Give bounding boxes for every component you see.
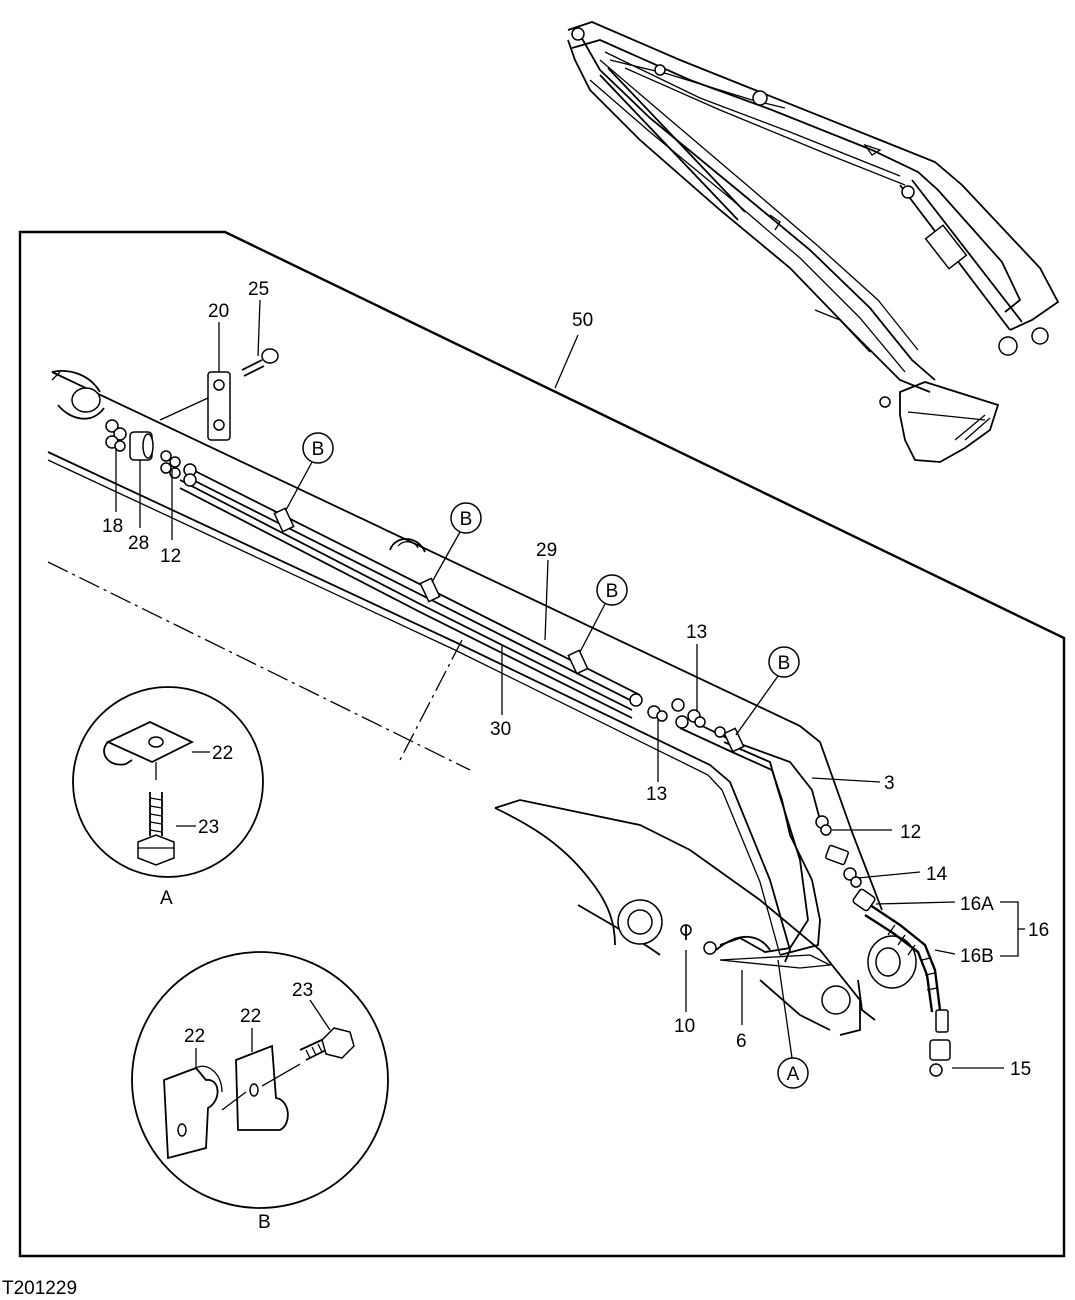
part-label-12-front: 12 <box>160 546 181 567</box>
svg-text:B: B <box>778 653 791 674</box>
detail-panel-border <box>18 230 1066 1258</box>
front-fittings <box>105 419 197 487</box>
line-clamps <box>273 507 745 753</box>
bracket-20 <box>159 371 231 441</box>
part-label-14: 14 <box>926 864 948 885</box>
part-label-25: 25 <box>248 279 269 300</box>
part-leaders <box>115 299 1025 1069</box>
part-label-29: 29 <box>536 540 557 561</box>
callout-B-2: B <box>450 502 482 534</box>
svg-text:A: A <box>787 1064 800 1085</box>
part-label-28: 28 <box>128 533 149 554</box>
part-label-16B: 16B <box>960 946 994 967</box>
part-label-30: 30 <box>490 719 511 740</box>
detail-A-label-23: 23 <box>198 817 219 838</box>
detail-A-label-22: 22 <box>212 743 233 764</box>
detail-B-label-23: 23 <box>292 980 313 1001</box>
detail-B <box>131 951 389 1209</box>
part-label-3: 3 <box>884 773 895 794</box>
callout-A-1: A <box>777 1057 809 1089</box>
part-label-6: 6 <box>736 1031 747 1052</box>
part-label-10: 10 <box>674 1016 695 1037</box>
part-label-12-rear: 12 <box>900 822 921 843</box>
rear-fittings <box>629 693 951 1077</box>
part-label-18: 18 <box>102 516 123 537</box>
part-label-16: 16 <box>1028 920 1049 941</box>
detail-A-caption: A <box>160 888 173 909</box>
detail-A <box>72 686 264 878</box>
part-label-13-top: 13 <box>686 622 707 643</box>
bolt-25 <box>241 348 279 377</box>
svg-text:B: B <box>312 439 325 460</box>
part-label-15: 15 <box>1010 1059 1031 1080</box>
part-label-50: 50 <box>572 310 593 331</box>
svg-text:B: B <box>460 509 473 530</box>
part-label-16A: 16A <box>960 894 994 915</box>
part-label-20: 20 <box>208 301 229 322</box>
figure-id: T201229 <box>2 1278 77 1299</box>
excavator-arm-inset <box>567 21 1060 463</box>
callout-B-1: B <box>302 432 334 464</box>
callout-B-3: B <box>596 574 628 606</box>
svg-text:B: B <box>606 581 619 602</box>
detail-B-label-22-left: 22 <box>184 1026 205 1047</box>
part-label-13-bottom: 13 <box>646 784 667 805</box>
hydraulic-lines <box>179 465 942 1013</box>
detail-B-caption: B <box>258 1212 271 1233</box>
detail-B-label-22-right: 22 <box>240 1006 261 1027</box>
arm-body <box>47 370 917 1036</box>
callout-B-4: B <box>768 646 800 678</box>
